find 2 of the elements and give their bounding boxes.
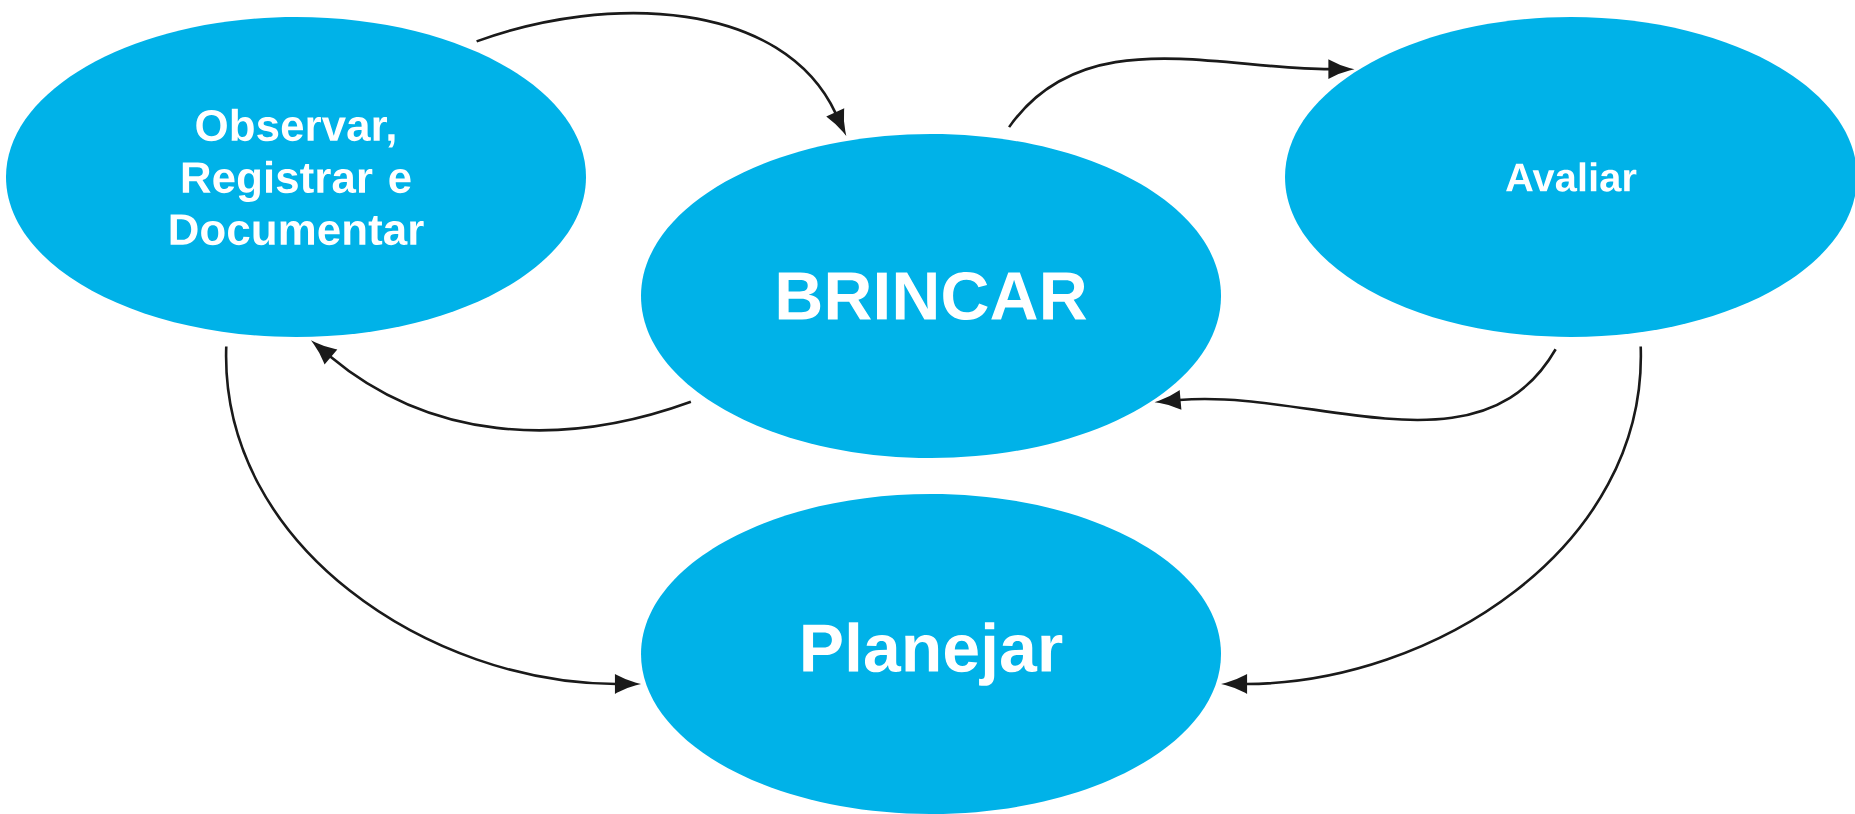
arrow <box>313 342 692 432</box>
arrow <box>476 12 846 133</box>
